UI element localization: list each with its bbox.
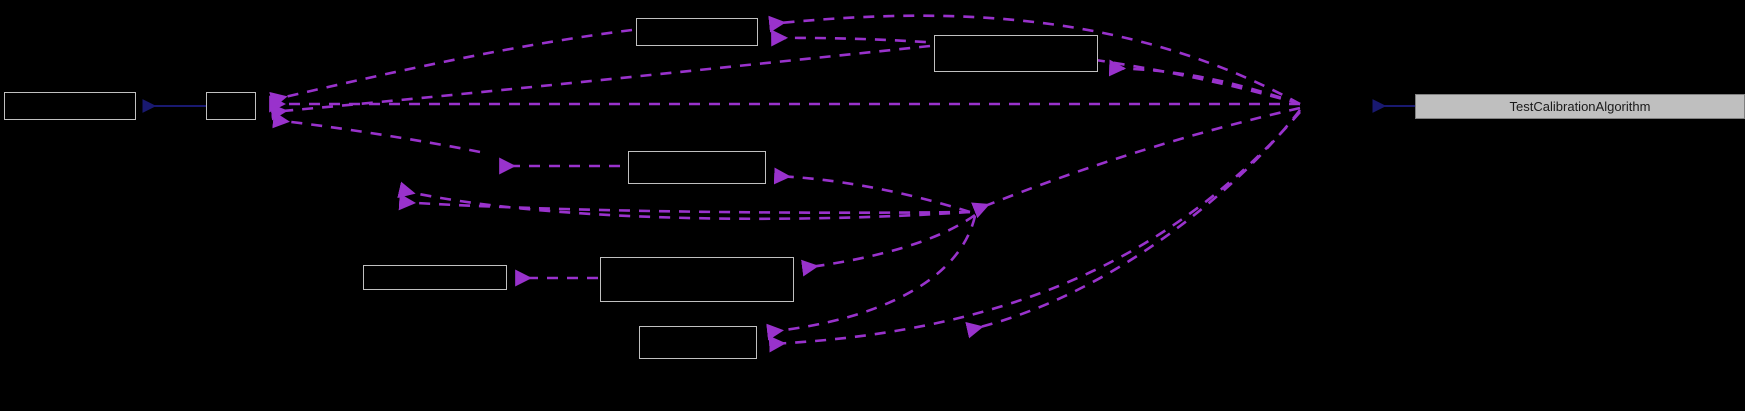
edge-dashed-junction-n6 <box>801 213 976 277</box>
graph-node[interactable] <box>636 18 758 46</box>
graph-node-current[interactable]: TestCalibrationAlgorithm <box>1415 94 1745 119</box>
edge-dashed-n2-n1 <box>269 28 633 109</box>
edge-dashed-mid-n1 <box>272 111 481 154</box>
edge-dashed-hub-midarrow <box>971 106 1301 219</box>
edge-dashed-hub-n2-second <box>771 29 1301 106</box>
node-label: TestCalibrationAlgorithm <box>1509 99 1651 114</box>
graph-node[interactable] <box>363 265 507 290</box>
edge-dashed-junction-n4 <box>773 167 971 214</box>
edge-dashed-hub-n2-top <box>768 14 1301 106</box>
graph-node[interactable] <box>639 326 757 359</box>
graph-node[interactable] <box>934 35 1098 72</box>
edge-dashed-hub-n3 <box>1108 59 1301 106</box>
edge-dashed-junction-left-b <box>397 181 971 221</box>
edge-dashed-hub-n7-lower <box>768 111 1301 353</box>
edge-dashed-junction-n7 <box>766 215 977 341</box>
edge-dashed-junction-left-a <box>398 193 971 214</box>
graph-node[interactable] <box>600 257 794 302</box>
edge-dashed-hub-n7-upper <box>965 109 1302 339</box>
edge-usage-group <box>269 14 1302 353</box>
graph-node[interactable] <box>628 151 766 184</box>
graph-node[interactable] <box>4 92 136 120</box>
edge-dashed-n3-n1 <box>270 44 931 121</box>
graph-node[interactable] <box>206 92 256 120</box>
